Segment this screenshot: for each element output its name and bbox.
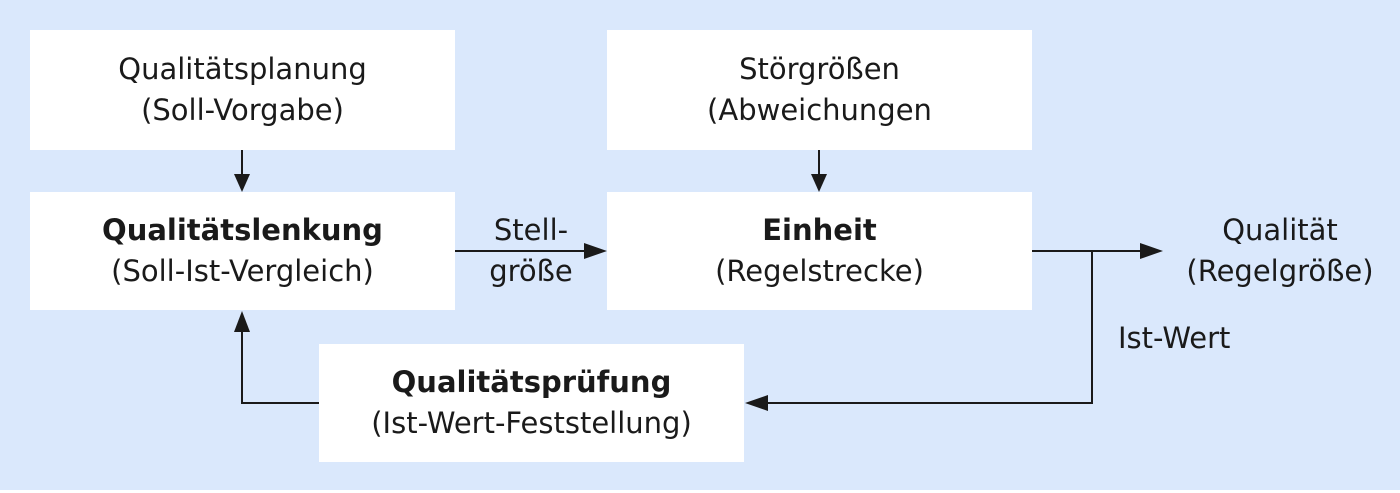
label-qualitaet-line1: Qualität <box>1222 213 1338 247</box>
label-stellgroesse-line2: größe <box>489 254 573 288</box>
arrowhead-down-einheit <box>811 174 827 192</box>
label-qualitaet-line2: (Regelgröße) <box>1186 254 1374 288</box>
label-ist-wert: Ist-Wert <box>1118 321 1231 355</box>
arrowhead-down-lenkung <box>234 174 250 192</box>
box-stoergroessen-title: Störgrößen <box>739 52 900 86</box>
label-qualitaet: Qualität (Regelgröße) <box>1180 210 1380 292</box>
arrowhead-right-einheit <box>584 243 607 259</box>
box-qualitaetspruefung-title: Qualitätsprüfung <box>391 365 672 399</box>
label-stellgroesse: Stell- größe <box>472 210 590 292</box>
box-qualitaetsplanung-subtitle: (Soll-Vorgabe) <box>141 93 344 127</box>
arrowhead-up-lenkung <box>234 311 250 332</box>
arrow-istwert-to-pruefung <box>768 251 1093 404</box>
arrow-pruefung-to-lenkung <box>241 331 319 404</box>
box-qualitaetsplanung-title: Qualitätsplanung <box>118 52 367 86</box>
box-einheit-title: Einheit <box>762 213 877 247</box>
box-einheit: Einheit (Regelstrecke) <box>607 192 1032 310</box>
box-qualitaetsplanung: Qualitätsplanung (Soll-Vorgabe) <box>30 30 455 150</box>
label-stellgroesse-line1: Stell- <box>493 213 569 247</box>
box-qualitaetspruefung-subtitle: (Ist-Wert-Feststellung) <box>371 406 692 440</box>
box-einheit-subtitle: (Regelstrecke) <box>715 254 924 288</box>
box-stoergroessen: Störgrößen (Abweichungen <box>607 30 1032 150</box>
box-qualitaetslenkung: Qualitätslenkung (Soll-Ist-Vergleich) <box>30 192 455 310</box>
box-qualitaetslenkung-title: Qualitätslenkung <box>102 213 383 247</box>
box-qualitaetslenkung-subtitle: (Soll-Ist-Vergleich) <box>111 254 374 288</box>
arrowhead-right-qualitaet <box>1140 243 1163 259</box>
arrowhead-left-pruefung <box>745 395 768 411</box>
box-qualitaetspruefung: Qualitätsprüfung (Ist-Wert-Feststellung) <box>319 344 744 462</box>
box-stoergroessen-subtitle: (Abweichungen <box>707 93 932 127</box>
